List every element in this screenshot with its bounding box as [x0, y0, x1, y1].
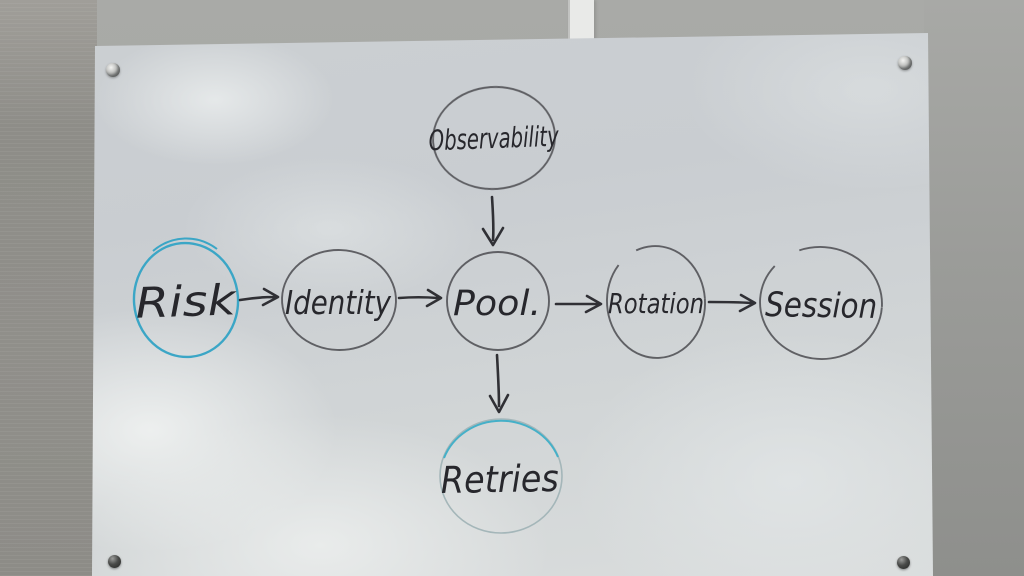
- node-identity-circle: [281, 249, 397, 351]
- arrow-pool-retries: [488, 353, 510, 414]
- node-risk-circle-overstroke: [152, 237, 218, 252]
- node-rotation-label: Rotation: [608, 287, 704, 320]
- screw-top-left: [106, 63, 120, 77]
- arrow-rotation-session: [707, 293, 757, 313]
- arrow-pool-rotation: [554, 294, 603, 314]
- node-retries-circle: [439, 418, 563, 534]
- node-pool-label: Pool.: [453, 284, 541, 324]
- node-identity-label: Identity: [285, 283, 391, 322]
- arrow-observability-pool: [481, 195, 505, 247]
- node-retries-label: Retries: [440, 457, 559, 502]
- node-circles: [281, 85, 883, 360]
- node-retries-circle-group: [439, 418, 563, 534]
- node-session-circle: [759, 246, 883, 360]
- screw-top-right: [898, 56, 912, 70]
- node-retries-circle-accent: [443, 419, 559, 459]
- wall-left: [0, 0, 97, 576]
- screw-bottom-left: [108, 555, 121, 568]
- node-risk-label: Risk: [135, 275, 239, 328]
- screw-bottom-right: [897, 556, 910, 569]
- node-risk-circle: [132, 241, 240, 359]
- node-observability-label: Observability: [428, 120, 559, 158]
- node-labels: Observability Risk Identity Pool. Rotati…: [135, 120, 878, 502]
- wall-right: [924, 0, 1024, 576]
- node-observability-circle: [432, 85, 556, 191]
- node-rotation-circle: [606, 245, 706, 359]
- arrow-risk-identity: [238, 287, 280, 307]
- arrow-identity-pool: [397, 288, 443, 308]
- node-session-label: Session: [765, 285, 878, 327]
- node-pool-circle: [446, 251, 550, 351]
- arrows: [238, 195, 757, 414]
- node-risk-circle-group: [132, 237, 240, 359]
